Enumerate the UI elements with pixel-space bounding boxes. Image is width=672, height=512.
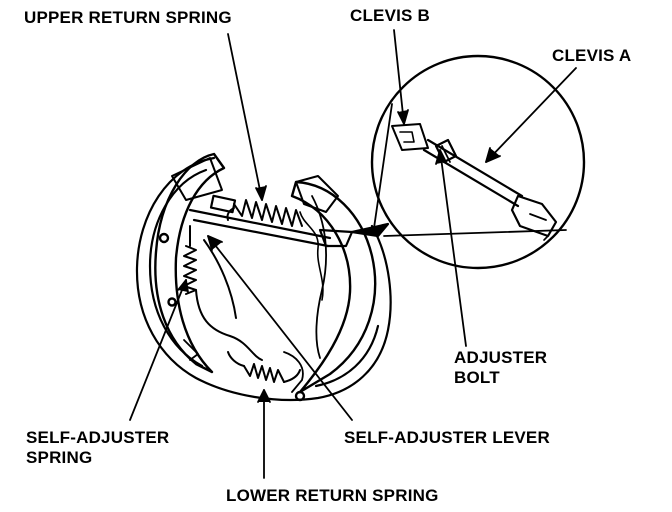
label-self-adjuster-spring-line1: SELF-ADJUSTER (26, 428, 170, 447)
label-clevis-b: CLEVIS B (350, 6, 431, 25)
detail-inset (370, 54, 586, 270)
upper-return-spring (226, 199, 303, 227)
label-adjuster-bolt-line2: BOLT (454, 368, 500, 387)
right-brake-shoe (283, 175, 377, 402)
self-adjuster-lever-leader (207, 235, 353, 421)
left-brake-shoe (154, 152, 226, 374)
self-adjuster-spring-leader (129, 279, 187, 421)
label-adjuster-bolt: ADJUSTER BOLT (454, 348, 547, 388)
label-self-adjuster-spring: SELF-ADJUSTER SPRING (26, 428, 169, 468)
callout-leaders (129, 29, 577, 479)
label-upper-return-spring: UPPER RETURN SPRING (24, 8, 232, 27)
label-adjuster-bolt-line1: ADJUSTER (454, 348, 548, 367)
label-self-adjuster-spring-line2: SPRING (26, 448, 93, 467)
lower-return-spring (227, 351, 301, 383)
label-self-adjuster-lever: SELF-ADJUSTER LEVER (344, 428, 550, 447)
clevis-b-leader (393, 29, 405, 125)
self-adjuster-lever (195, 239, 263, 361)
label-clevis-a: CLEVIS A (552, 46, 632, 65)
clevis-a-leader (485, 67, 577, 163)
adjuster-assembly (188, 194, 390, 248)
upper-return-spring-leader (227, 33, 263, 201)
label-lower-return-spring: LOWER RETURN SPRING (226, 486, 439, 505)
adjuster-bolt-leader (439, 149, 467, 347)
